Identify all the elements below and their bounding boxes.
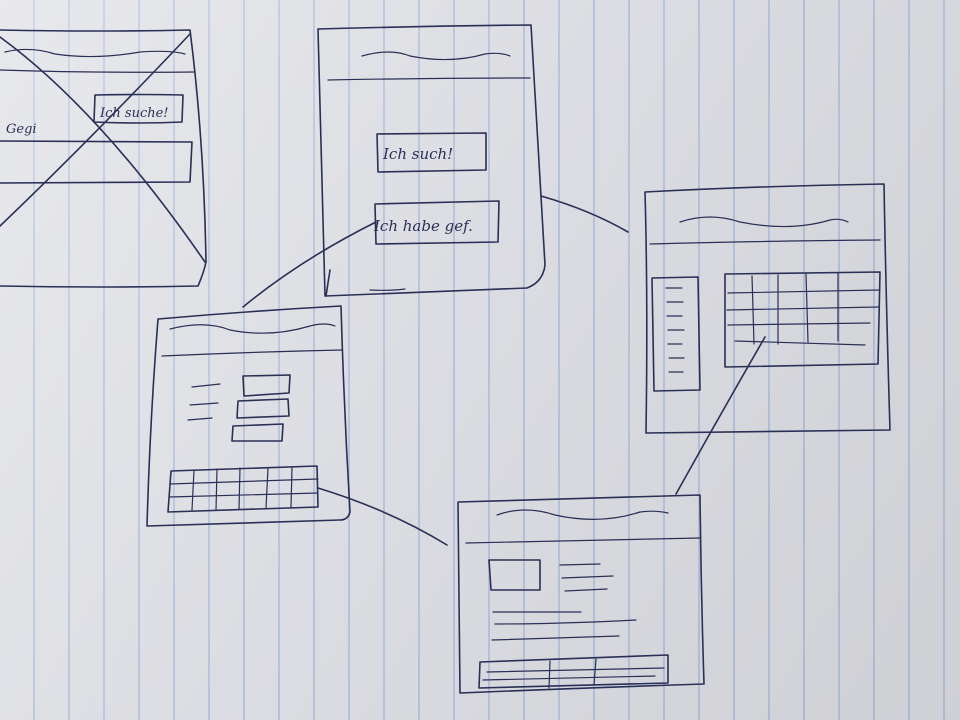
- list-table: [724, 271, 881, 368]
- form-results-table: [167, 465, 319, 513]
- connector-start-to-list: [540, 195, 629, 233]
- wireframe-form: [146, 305, 351, 527]
- list-sidebar: [651, 276, 701, 392]
- crossed-search-box: [93, 93, 184, 124]
- crossed-side-label: Gegi: [6, 122, 37, 137]
- detail-bottom-table: [478, 654, 669, 689]
- start-search-button: [376, 132, 487, 173]
- cross-line-b: [0, 33, 191, 227]
- cross-line-a: [0, 36, 206, 263]
- connector-form-to-detail: [317, 487, 448, 546]
- found-button-label: Ich habe gef.: [373, 217, 473, 235]
- connector-list-to-detail: [675, 336, 766, 495]
- detail-image-box: [488, 559, 541, 591]
- start-found-button: [374, 200, 500, 245]
- ink-tick: [325, 269, 331, 297]
- search-button-label: Ich such!: [382, 145, 453, 163]
- wireframe-start: [317, 24, 546, 297]
- flow-connectors: [242, 195, 766, 546]
- connector-found-to-form: [242, 221, 377, 308]
- crossed-search-label: Ich suche!: [99, 106, 169, 121]
- wireframe-list: [644, 183, 891, 434]
- wireframe-crossed-out: [0, 29, 207, 288]
- wireframe-detail: [457, 494, 705, 694]
